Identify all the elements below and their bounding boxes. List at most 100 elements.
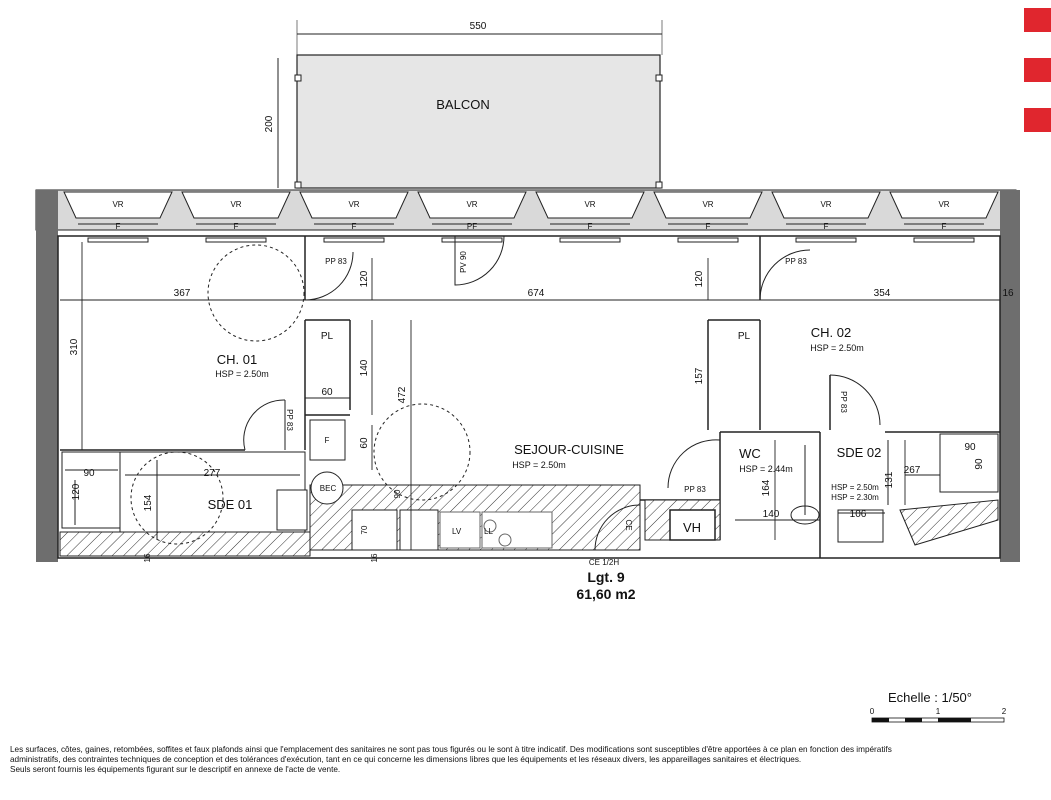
kitchen-counter: 70 LV LL	[309, 484, 641, 551]
scale-title: Echelle : 1/50°	[888, 690, 972, 705]
room-sejour: SEJOUR-CUISINE	[514, 442, 624, 457]
label-pl-right: PL	[738, 331, 751, 342]
room-sde01: SDE 01	[208, 497, 253, 512]
sde01-277: 277	[204, 468, 221, 479]
label-bec: BEC	[320, 484, 337, 493]
bottom-16a: 16	[143, 553, 152, 562]
window-bay: VR F	[299, 191, 409, 243]
dim-wc-140: 140	[763, 509, 780, 520]
dim-ch01-width: 367	[174, 288, 191, 299]
dim-pl-60b: 60	[359, 437, 370, 449]
window-sub-label: F	[942, 222, 947, 231]
window-sub-label: F	[588, 222, 593, 231]
window-label: VR	[348, 200, 359, 209]
window-label: VR	[230, 200, 241, 209]
label-vh: VH	[683, 520, 701, 535]
bottom-16b: 16	[370, 553, 379, 562]
lot-area: 61,60 m2	[576, 586, 635, 602]
legal-disclaimer: Les surfaces, côtes, gaines, retombées, …	[10, 745, 1045, 775]
dim-sejour-depth: 472	[397, 386, 408, 403]
window-sub-label: F	[116, 222, 121, 231]
hsp-ch02: HSP = 2.50m	[810, 343, 864, 353]
dim-sde02-90b: 90	[974, 458, 985, 470]
lot-info: Lgt. 9 61,60 m2	[576, 569, 635, 602]
balcony-width-dim: 550	[470, 21, 487, 32]
room-ch02: CH. 02	[811, 325, 851, 340]
hsp2-sde02: HSP = 2.30m	[831, 493, 879, 502]
dim-entry-120-left: 120	[359, 270, 370, 287]
hsp-sejour: HSP = 2.50m	[512, 460, 566, 470]
hsp1-sde02: HSP = 2.50m	[831, 483, 879, 492]
brand-mark-bottom	[1024, 108, 1051, 132]
label-pp83-d: PP 83	[839, 391, 848, 413]
annotations: PP 83 PP 83 PP 83 PP 83 PP 83 PV 90 PL P…	[285, 251, 848, 567]
label-ll: LL	[484, 527, 493, 536]
window-sub-label: F	[824, 222, 829, 231]
window-sub-label: F	[706, 222, 711, 231]
label-lv: LV	[452, 527, 462, 536]
dim-sejour-width: 674	[528, 288, 545, 299]
brand-mark-middle	[1024, 58, 1051, 82]
hsp-ch01: HSP = 2.50m	[215, 369, 269, 379]
brand-mark-top	[1024, 8, 1051, 32]
dim-ch02-width: 354	[874, 288, 891, 299]
disclaimer-line: administratifs, des contraintes techniqu…	[10, 755, 802, 764]
door-arcs	[207, 235, 881, 551]
disclaimer-line: Seuls seront fournis les équipements fig…	[10, 765, 341, 774]
label-pp83-a: PP 83	[325, 257, 347, 266]
window-bay: VR F	[535, 191, 645, 243]
balcony-depth-dim: 200	[264, 115, 275, 132]
hsp-wc: HSP = 2.44m	[739, 464, 793, 474]
room-ch01: CH. 01	[217, 352, 257, 367]
window-bay: VRF	[63, 191, 173, 243]
room-sde02: SDE 02	[837, 445, 882, 460]
dim-sde02-267: 267	[904, 465, 921, 476]
wc-sde02-fixtures: VH	[644, 433, 999, 546]
label-f: F	[325, 436, 330, 445]
sde01-area: 90 120 277 154 SDE 01 F BEC 16 16	[59, 419, 379, 562]
dim-entry-120-right: 120	[694, 270, 705, 287]
label-pp83-e: PP 83	[684, 485, 706, 494]
window-sub-label: F	[352, 222, 357, 231]
dim-right-16: 16	[1002, 288, 1014, 299]
label-ce: CE 1/2H	[589, 558, 619, 567]
window-bay: VR F	[889, 191, 999, 243]
dim-bath-90: 90	[393, 489, 402, 498]
disclaimer-line: Les surfaces, côtes, gaines, retombées, …	[10, 745, 892, 754]
scale-bar: Echelle : 1/50° 0 1 2	[870, 690, 1007, 723]
label-pl-left: PL	[321, 331, 334, 342]
label-pv90: PV 90	[459, 251, 468, 273]
window-bay: VR PF	[417, 191, 527, 243]
dimension-labels: 367 674 354 16 310 472 120 120 140 60 60…	[69, 270, 1014, 520]
balcony-label: BALCON	[436, 97, 489, 112]
sde01-120: 120	[71, 483, 82, 500]
sde01-90: 90	[83, 468, 95, 479]
room-wc: WC	[739, 446, 761, 461]
window-bay: VRF	[181, 191, 291, 243]
dim-wc-164: 164	[761, 479, 772, 496]
label-pp83-b: PP 83	[785, 257, 807, 266]
sde01-154: 154	[143, 494, 154, 511]
dim-pl-157: 157	[694, 367, 705, 384]
dim-pl-140: 140	[359, 359, 370, 376]
room-labels: CH. 01 HSP = 2.50m CH. 02 HSP = 2.50m SE…	[215, 325, 881, 502]
window-label: VR	[938, 200, 949, 209]
window-label: VR	[702, 200, 713, 209]
dimension-lines	[60, 242, 1000, 550]
dim-pl-60: 60	[321, 387, 333, 398]
dim-sde02-106: 106	[850, 509, 867, 520]
window-label: VR	[466, 200, 477, 209]
label-pp83-c: PP 83	[285, 409, 294, 431]
label-ce-small: CE	[624, 519, 633, 530]
kitchen-70: 70	[360, 525, 369, 534]
lot-number: Lgt. 9	[587, 569, 625, 585]
window-bay: VR F	[653, 191, 763, 243]
window-label: VR	[584, 200, 595, 209]
window-sub-label: PF	[467, 222, 477, 231]
scale-tick-0: 0	[870, 707, 875, 716]
dim-sde02-90a: 90	[964, 442, 976, 453]
window-label: VR	[820, 200, 831, 209]
balcony: BALCON 550 200	[264, 20, 663, 189]
dim-ch01-depth: 310	[69, 338, 80, 355]
